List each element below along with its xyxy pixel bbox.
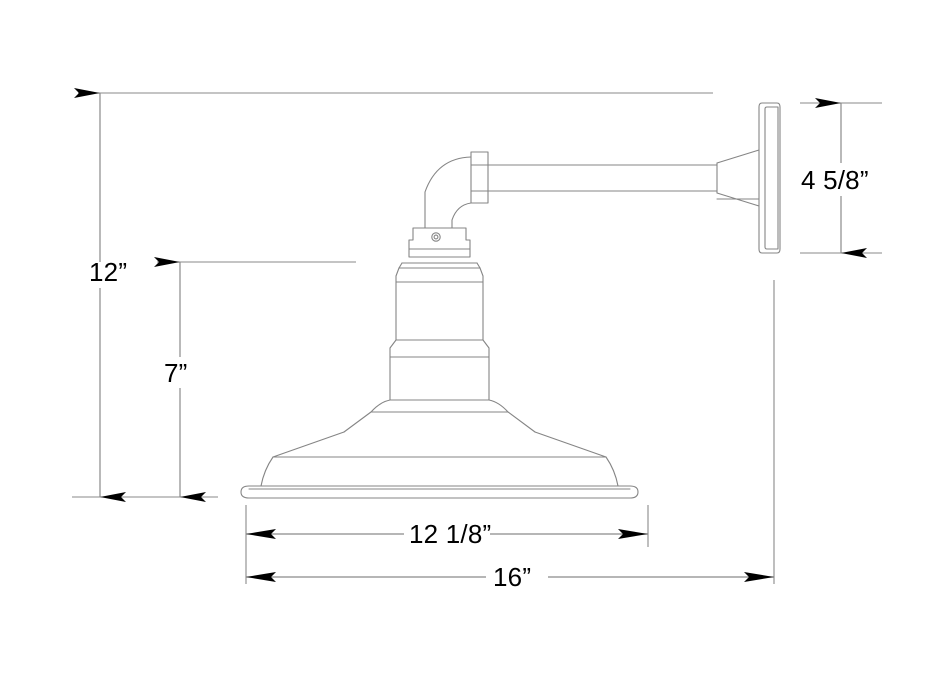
dimension-geometry <box>72 92 882 584</box>
socket-housing <box>408 227 471 258</box>
fixture-drawing <box>240 102 781 499</box>
dim-label-shade-diameter: 12 1/8” <box>409 519 491 549</box>
wall-mount-plate <box>758 102 781 254</box>
dimension-height-overall: 12” <box>74 88 127 502</box>
dimension-shade-diameter: 12 1/8” <box>246 519 648 549</box>
elbow-bend <box>424 156 472 229</box>
socket-screw <box>431 232 441 242</box>
dim-label-wall-plate-height: 4 5/8” <box>801 165 869 195</box>
shade-rim <box>240 485 639 499</box>
elbow-collar <box>470 151 489 204</box>
tapered-collar <box>716 149 760 207</box>
dimension-shade-height: 7” <box>154 257 206 502</box>
dimension-wall-plate-height: 4 5/8” <box>801 98 869 258</box>
straight-arm <box>470 164 718 192</box>
shade-dome <box>260 399 619 487</box>
shade-neck <box>389 339 490 401</box>
shade-fitter <box>395 262 484 341</box>
dim-label-height-overall: 12” <box>89 257 127 287</box>
dim-label-shade-height: 7” <box>164 358 188 388</box>
dimension-extension-overall: 16” <box>246 562 774 592</box>
dim-label-extension-overall: 16” <box>493 562 531 592</box>
